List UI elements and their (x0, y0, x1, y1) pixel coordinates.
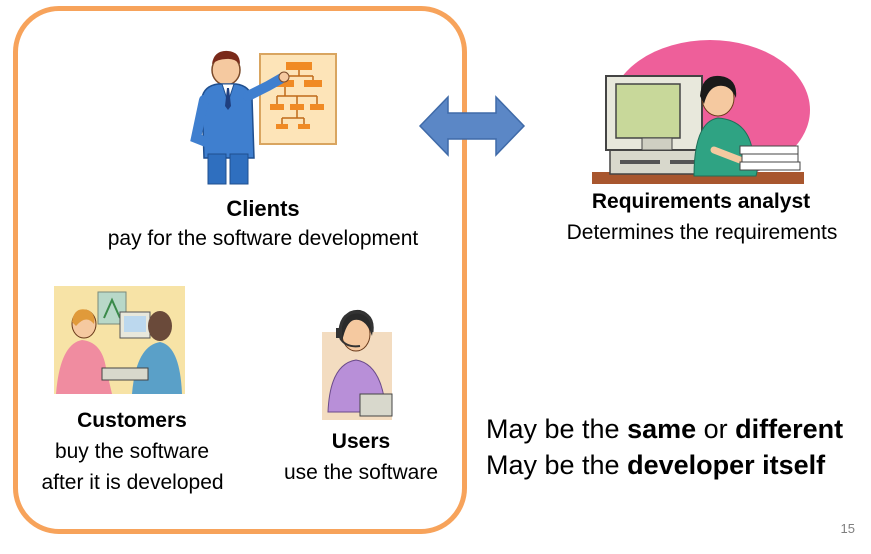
customers-line2: after it is developed (41, 471, 224, 494)
note-developer-itself: developer itself (627, 450, 826, 480)
double-arrow-icon (418, 95, 526, 157)
note-line-1-prefix: May be the (486, 414, 628, 444)
customers-line1: buy the software (54, 440, 210, 463)
note-different: different (735, 414, 844, 444)
clients-title: Clients (226, 196, 300, 221)
note-line-1: May be the same or different (486, 412, 843, 447)
note-line-1-mid: or (696, 414, 736, 444)
presenter-clipart (190, 50, 337, 185)
analyst-description: Determines the requirements (566, 221, 838, 244)
analyst-at-computer-clipart (592, 40, 810, 184)
clients-description: pay for the software development (107, 227, 419, 250)
users-title: Users (331, 430, 391, 453)
page-number: 15 (840, 521, 855, 536)
headset-operator-clipart (322, 309, 393, 420)
note-same: same (627, 414, 697, 444)
stakeholder-group-box (13, 6, 467, 534)
note-line-2: May be the developer itself (486, 448, 825, 483)
analyst-title: Requirements analyst (591, 190, 811, 213)
note-line-2-prefix: May be the (486, 450, 628, 480)
office-workers-clipart (54, 286, 185, 394)
customers-title: Customers (77, 409, 187, 432)
users-description: use the software (283, 461, 439, 484)
